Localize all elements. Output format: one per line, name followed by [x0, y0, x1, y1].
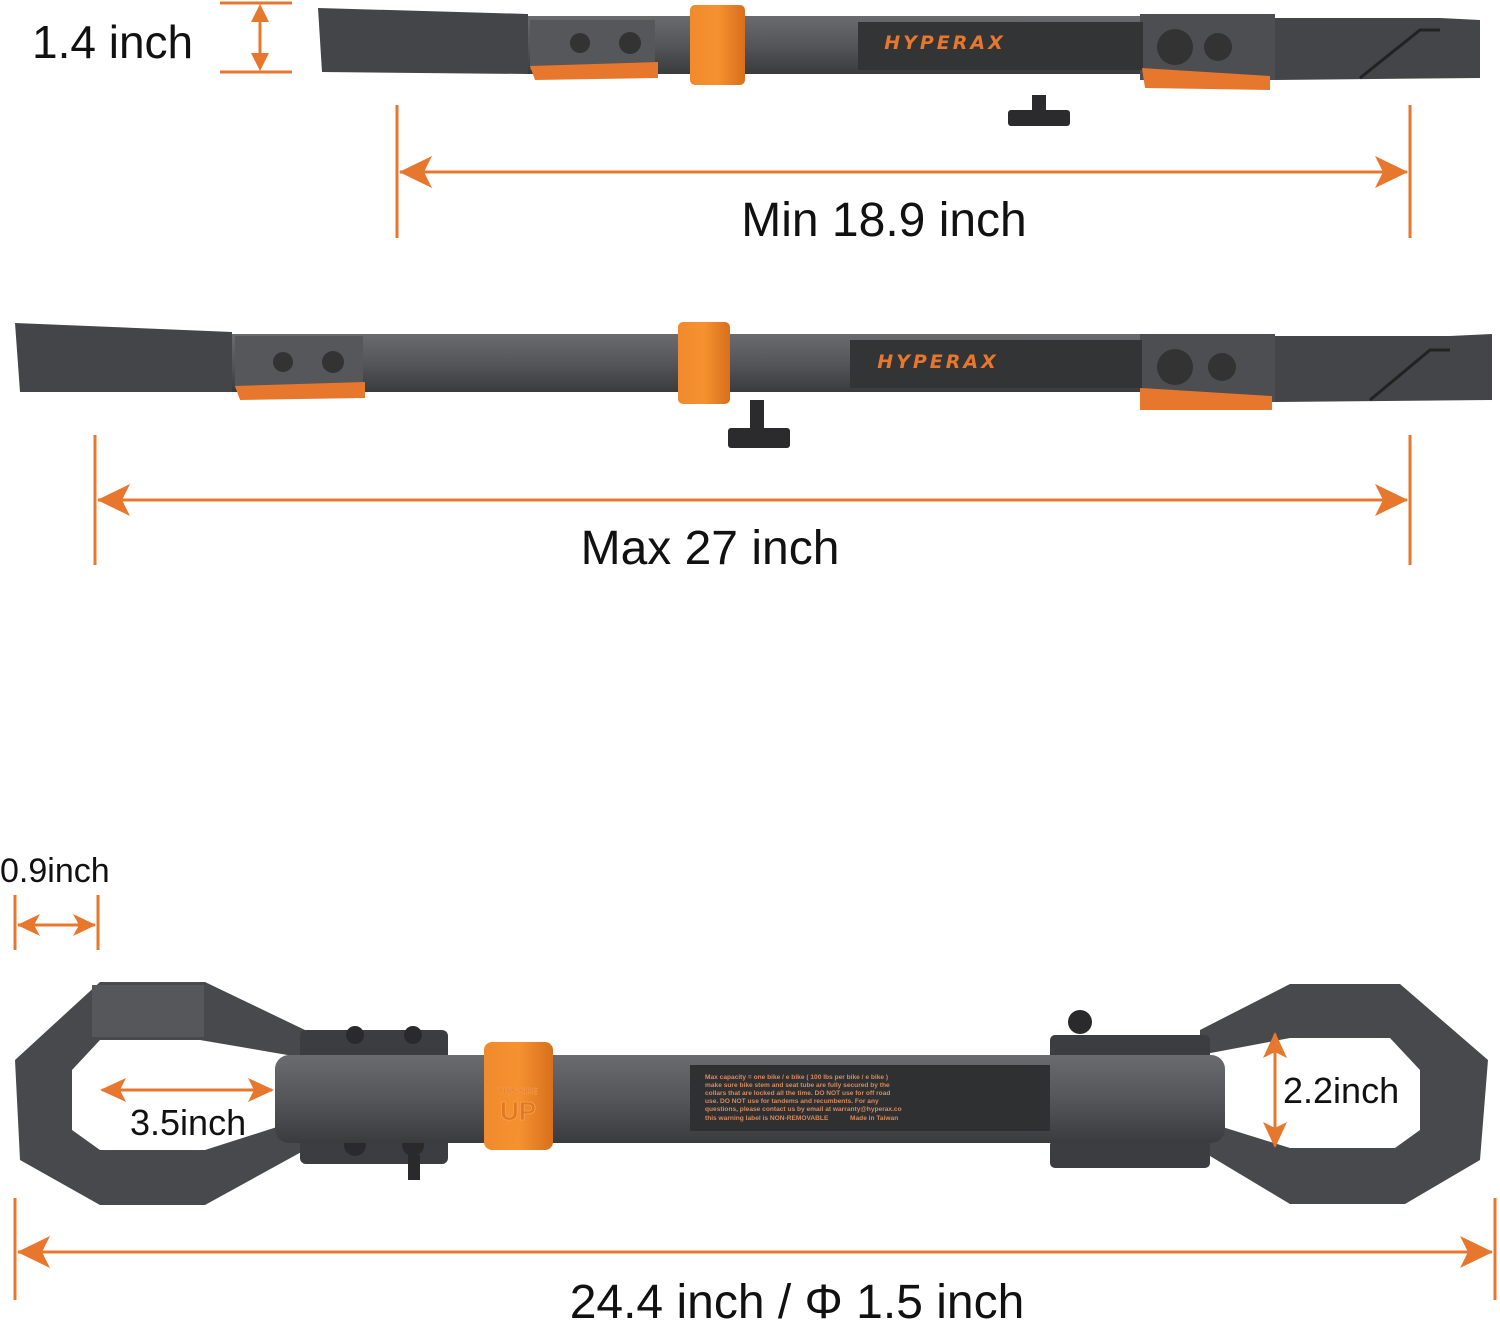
warning-line: make sure bike stem and seat tube are fu…	[705, 1082, 890, 1089]
knob	[1008, 110, 1070, 126]
knob	[728, 428, 790, 448]
collar-text: UP	[500, 1096, 536, 1126]
hook-depth-label: 0.9inch	[0, 852, 110, 890]
collar	[484, 1042, 553, 1150]
height-label: 1.4 inch	[32, 16, 193, 68]
warning-line: questions, please contact us by email at…	[705, 1106, 902, 1113]
warning-line: collars that are locked all the time. DO…	[705, 1090, 890, 1097]
max-length-dimension: Max 27 inch	[93, 435, 1412, 575]
hook-width-dimension: 3.5inch	[100, 1078, 274, 1143]
collar	[678, 322, 730, 404]
hook-width-label: 3.5inch	[130, 1102, 246, 1143]
bar-top-view: Max capacity = one bike / e bike ( 100 l…	[15, 982, 1488, 1205]
overall-label: 24.4 inch / Φ 1.5 inch	[570, 1276, 1025, 1322]
warning-line: use. DO NOT use for tandems and recumben…	[705, 1098, 879, 1105]
brand-logo: HYPERAX	[884, 32, 1006, 54]
warning-line: this warning label is NON-REMOVABLE	[705, 1115, 829, 1122]
min-length-label: Min 18.9 inch	[741, 194, 1027, 247]
warning-line: Made in Taiwan	[850, 1115, 898, 1122]
bar-min-length: HYPERAX	[318, 5, 1480, 126]
hook-depth-dimension: 0.9inch	[0, 852, 110, 950]
hook-height-label: 2.2inch	[1283, 1070, 1399, 1111]
min-length-dimension: Min 18.9 inch	[395, 105, 1412, 247]
bar-max-length: HYPERAX	[15, 322, 1492, 448]
warning-label	[690, 1065, 1050, 1131]
hook-height-dimension: 2.2inch	[1263, 1032, 1399, 1148]
height-dimension: 1.4 inch	[32, 1, 292, 74]
max-length-label: Max 27 inch	[581, 522, 840, 575]
brand-label	[858, 22, 1143, 70]
collar	[690, 5, 745, 85]
brand-label	[850, 340, 1142, 388]
warning-line: Max capacity = one bike / e bike ( 100 l…	[705, 1074, 888, 1081]
brand-logo: HYPERAX	[877, 351, 999, 373]
overall-dimension: 24.4 inch / Φ 1.5 inch	[13, 1198, 1497, 1322]
collar-text: THIS SIDE	[498, 1087, 538, 1096]
